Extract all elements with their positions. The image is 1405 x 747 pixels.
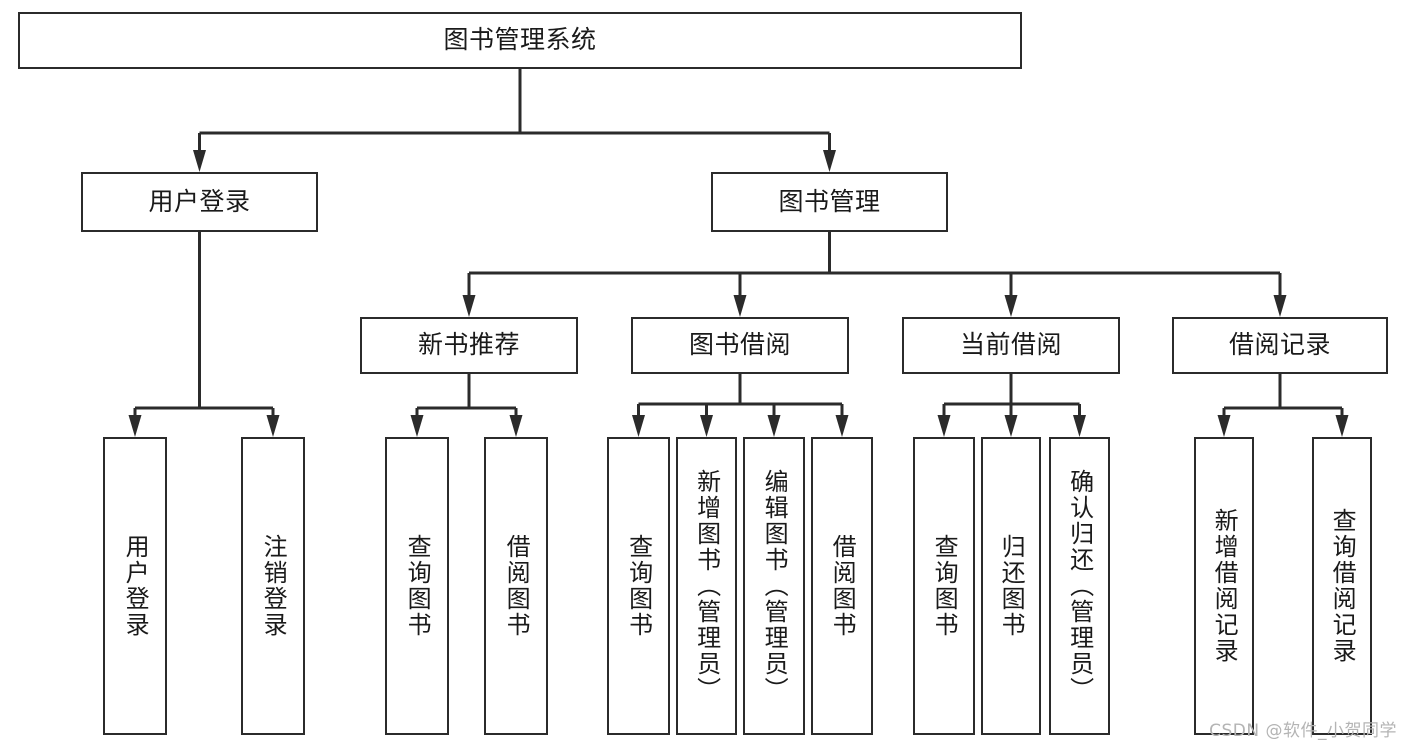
arrowhead-n-book	[823, 150, 836, 172]
flow-node-g-2[interactable]: 查询借阅记录	[1312, 437, 1372, 735]
arrowhead-l-1	[128, 415, 142, 437]
arrowhead-r-2	[509, 415, 523, 437]
flow-node-root[interactable]: 图书管理系统	[18, 12, 1022, 69]
flow-node-c-3[interactable]: 确认归还（管理员）	[1049, 437, 1110, 735]
flow-node-b-4[interactable]: 借阅图书	[811, 437, 873, 735]
flow-node-r-2[interactable]: 借阅图书	[484, 437, 548, 735]
flow-node-label: 编辑图书（管理员）	[760, 469, 789, 703]
arrowhead-c-3	[1073, 415, 1086, 437]
arrowhead-g-2	[1335, 415, 1349, 437]
arrowhead-b-4	[835, 415, 849, 437]
flow-node-c-2[interactable]: 归还图书	[981, 437, 1041, 735]
flow-node-label: 查询图书	[624, 534, 653, 638]
arrowhead-n-login	[193, 150, 206, 172]
flow-node-label: 图书借阅	[688, 330, 791, 360]
arrowhead-c-2	[1004, 415, 1018, 437]
flow-node-n-book[interactable]: 图书管理	[711, 172, 948, 232]
flow-node-label: 借阅图书	[502, 534, 531, 638]
flow-node-label: 图书管理系统	[443, 25, 597, 55]
flow-node-label: 借阅图书	[828, 534, 857, 638]
flow-node-label: 新增图书（管理员）	[692, 469, 721, 703]
flow-node-label: 查询图书	[403, 534, 432, 638]
flow-node-label: 查询借阅记录	[1328, 508, 1357, 664]
flow-node-b-2[interactable]: 新增图书（管理员）	[676, 437, 737, 735]
flow-node-c-1[interactable]: 查询图书	[913, 437, 975, 735]
arrowhead-c-1	[937, 415, 951, 437]
arrowhead-b-2	[700, 415, 713, 437]
flow-node-label: 图书管理	[778, 186, 881, 216]
flow-node-n-rec[interactable]: 新书推荐	[360, 317, 578, 374]
flow-node-l-2[interactable]: 注销登录	[241, 437, 305, 735]
arrowhead-l-2	[266, 415, 280, 437]
flow-node-label: 借阅记录	[1228, 330, 1331, 360]
flow-node-label: 用户登录	[148, 186, 251, 216]
flow-node-n-log[interactable]: 借阅记录	[1172, 317, 1388, 374]
flow-node-label: 当前借阅	[959, 330, 1062, 360]
flow-node-n-bor[interactable]: 图书借阅	[631, 317, 849, 374]
arrowhead-b-3	[767, 415, 781, 437]
arrowhead-g-1	[1217, 415, 1231, 437]
arrowhead-r-1	[410, 415, 424, 437]
flow-node-r-1[interactable]: 查询图书	[385, 437, 449, 735]
flow-node-label: 查询图书	[930, 534, 959, 638]
arrowhead-n-cur	[1004, 295, 1018, 317]
arrowhead-n-bor	[733, 295, 747, 317]
flow-node-label: 新书推荐	[417, 330, 520, 360]
watermark-text: CSDN @软件_小贺同学	[1209, 721, 1397, 741]
arrowhead-n-log	[1273, 295, 1287, 317]
flow-node-n-cur[interactable]: 当前借阅	[902, 317, 1120, 374]
flow-node-label: 用户登录	[121, 534, 150, 638]
arrowhead-b-1	[632, 415, 645, 437]
flow-node-label: 归还图书	[997, 534, 1026, 638]
flow-node-n-login[interactable]: 用户登录	[81, 172, 318, 232]
flow-node-label: 确认归还（管理员）	[1065, 469, 1094, 703]
flow-node-l-1[interactable]: 用户登录	[103, 437, 167, 735]
flow-node-label: 注销登录	[259, 534, 288, 638]
flow-node-b-3[interactable]: 编辑图书（管理员）	[743, 437, 805, 735]
flow-node-b-1[interactable]: 查询图书	[607, 437, 670, 735]
flow-node-g-1[interactable]: 新增借阅记录	[1194, 437, 1254, 735]
flow-node-label: 新增借阅记录	[1210, 508, 1239, 664]
arrowhead-n-rec	[462, 295, 476, 317]
